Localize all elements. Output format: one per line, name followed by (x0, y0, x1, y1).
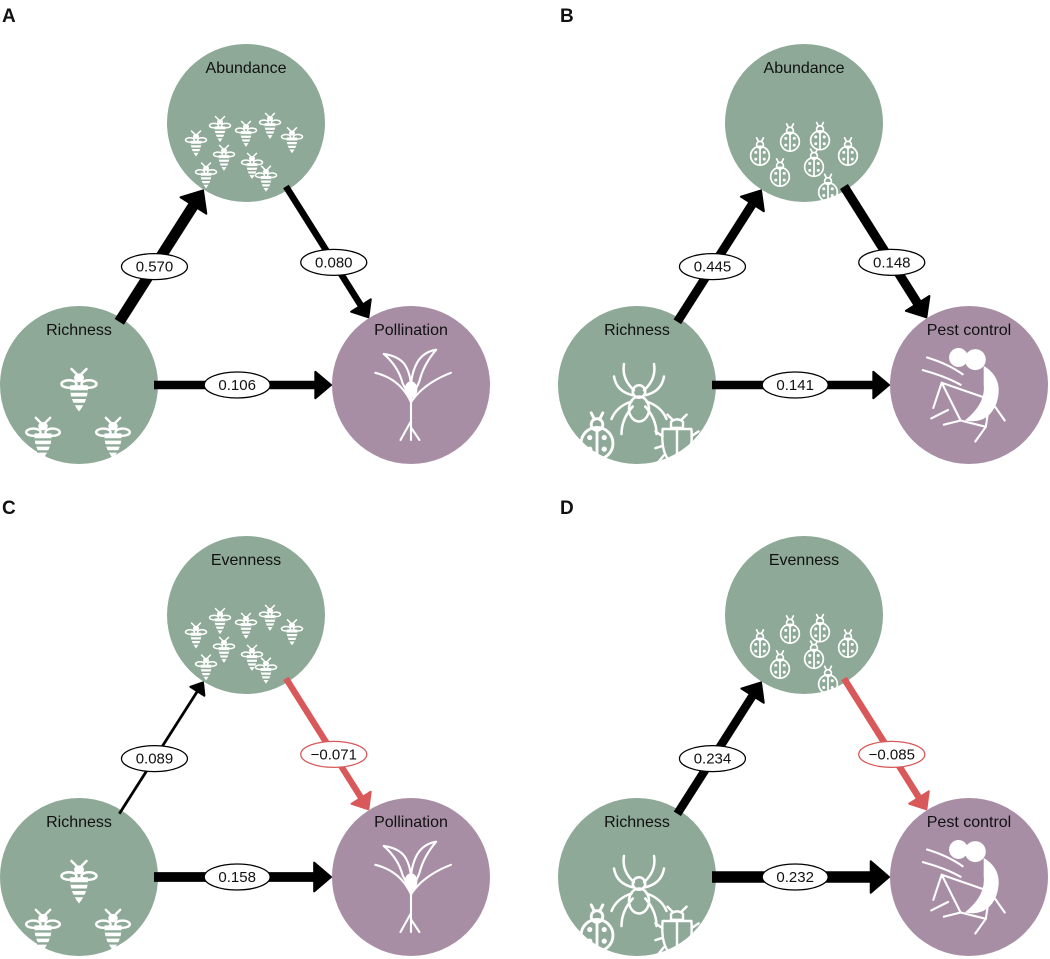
coefficient-value: −0.085 (869, 746, 915, 763)
node-label: Richness (46, 814, 112, 831)
node-label: Pest control (927, 322, 1011, 339)
path-coefficient-left_right: 0.141 (761, 371, 829, 399)
node-top-mediator: Evenness (725, 536, 883, 695)
path-coefficient-top_right: 0.080 (300, 248, 368, 277)
node-label: Richness (604, 322, 670, 339)
path-coefficient-top_right: −0.085 (858, 740, 926, 769)
coefficient-value: 0.089 (136, 751, 174, 768)
arrow-head-left_right (314, 370, 332, 400)
panel-letter: B (560, 6, 574, 27)
path-arrow-top_right (283, 184, 365, 309)
path-coefficient-top_right: 0.148 (858, 248, 926, 277)
path-coefficient-left_top: 0.445 (678, 252, 747, 281)
arrow-head-top_right (350, 790, 372, 811)
coefficient-value: 0.080 (315, 254, 353, 271)
coefficient-value: 0.234 (694, 751, 732, 768)
node-right-service: Pest control (890, 798, 1048, 956)
arrow-head-left_right (872, 370, 890, 400)
coefficient-value: 0.570 (136, 259, 174, 276)
arrow-head-top_right (908, 790, 930, 811)
path-coefficient-left_right: 0.158 (203, 863, 271, 891)
arrow-head-top_right (904, 295, 931, 319)
coefficient-value: 0.106 (218, 377, 256, 394)
node-left-predictor: Richness (558, 306, 716, 467)
path-coefficient-left_top: 0.234 (678, 744, 747, 773)
arrow-head-top_right (350, 298, 372, 319)
coefficient-value: 0.445 (694, 259, 732, 276)
node-top-mediator: Abundance (725, 44, 883, 203)
node-top-mediator: Abundance (167, 44, 325, 202)
coefficient-value: 0.148 (873, 254, 911, 271)
path-coefficient-left_right: 0.232 (761, 863, 829, 891)
node-label: Pollination (374, 814, 448, 831)
node-label: Evenness (769, 552, 839, 569)
node-label: Evenness (211, 552, 281, 569)
node-label: Richness (604, 814, 670, 831)
node-label: Richness (46, 322, 112, 339)
coefficient-value: 0.232 (776, 869, 814, 886)
arrow-head-left_top (739, 189, 765, 213)
node-left-predictor: Richness (558, 798, 716, 959)
coefficient-value: −0.071 (311, 746, 357, 763)
path-coefficient-top_right: −0.071 (300, 740, 368, 769)
node-label: Pollination (374, 322, 448, 339)
path-arrow-top_right (840, 183, 923, 308)
arrow-head-left_top (740, 681, 765, 704)
node-top-mediator: Evenness (167, 536, 325, 694)
panel-letter: A (2, 6, 16, 27)
node-right-service: Pollination (332, 306, 490, 464)
arrow-head-left_right (869, 860, 890, 894)
arrow-head-left_top (179, 189, 208, 215)
path-coefficient-left_right: 0.106 (203, 371, 271, 399)
path-coefficient-left_top: 0.570 (120, 252, 189, 281)
coefficient-value: 0.141 (776, 377, 814, 394)
coefficient-value: 0.158 (218, 869, 256, 886)
node-right-service: Pollination (332, 798, 490, 956)
node-right-service: Pest control (890, 306, 1048, 464)
arrow-head-left_top (189, 681, 206, 697)
node-label: Abundance (764, 60, 845, 77)
path-arrow-top_right (283, 676, 365, 802)
panel-letter: D (560, 498, 574, 519)
path-arrow-top_right (841, 676, 923, 801)
arrow-head-left_right (313, 861, 332, 893)
path-coefficient-left_top: 0.089 (120, 744, 189, 773)
node-left-predictor: Richness (0, 306, 158, 464)
node-label: Abundance (206, 60, 287, 77)
node-left-predictor: Richness (0, 798, 158, 956)
node-label: Pest control (927, 814, 1011, 831)
panel-letter: C (2, 498, 16, 519)
